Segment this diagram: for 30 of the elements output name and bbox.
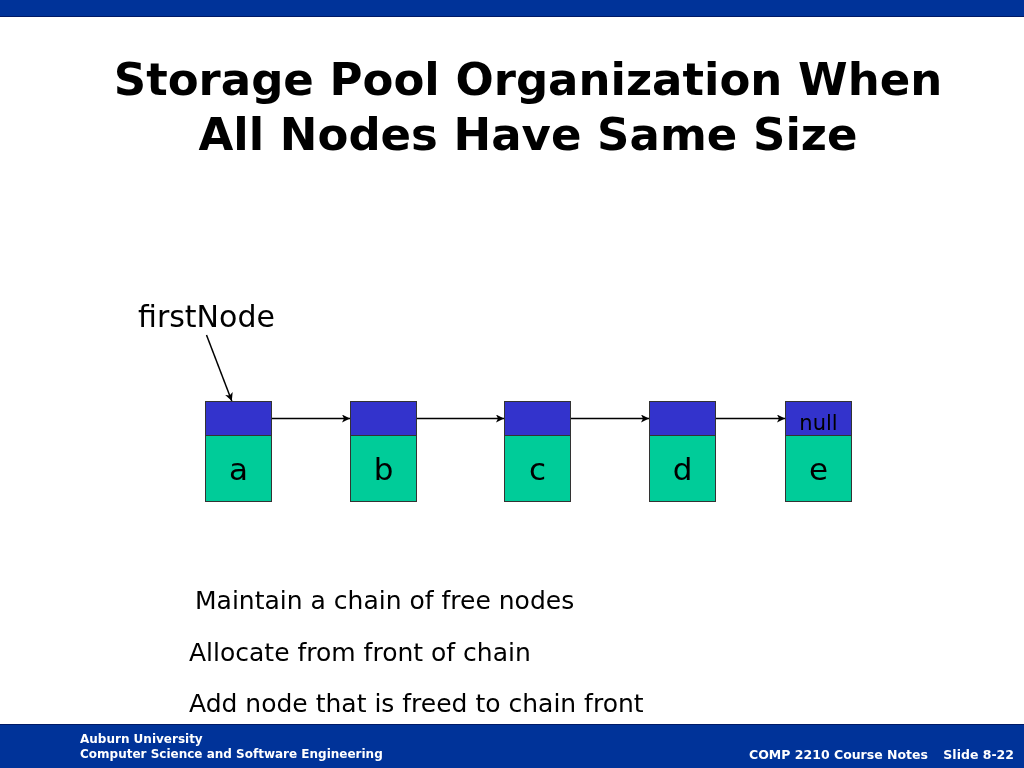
data-value: c bbox=[528, 451, 546, 486]
slide-number: Slide 8-22 bbox=[943, 747, 1014, 763]
note-text: Add node that is freed to chain front bbox=[189, 688, 644, 719]
arrow bbox=[570, 414, 650, 423]
department-name: Computer Science and Software Engineering bbox=[80, 747, 383, 762]
slide-title: Storage Pool Organization When All Nodes Have Same Size bbox=[112, 52, 944, 162]
university-name: Auburn University bbox=[80, 732, 203, 747]
data-value: d bbox=[672, 451, 693, 486]
pointer-box bbox=[205, 401, 272, 436]
pointer-box bbox=[785, 401, 852, 436]
arrow bbox=[205, 334, 233, 402]
data-box bbox=[350, 435, 417, 502]
arrow bbox=[715, 414, 786, 423]
arrow bbox=[416, 414, 505, 423]
pointer-box bbox=[350, 401, 417, 436]
null-value: null bbox=[799, 412, 838, 435]
pointer-box bbox=[649, 401, 716, 436]
data-box bbox=[504, 435, 571, 502]
course-name: COMP 2210 Course Notes bbox=[749, 747, 928, 763]
data-box bbox=[649, 435, 716, 502]
data-box bbox=[785, 435, 852, 502]
data-box bbox=[205, 435, 272, 502]
note-text: Maintain a chain of free nodes bbox=[195, 585, 575, 616]
note-text: Allocate from front of chain bbox=[189, 637, 531, 668]
pointer-box bbox=[504, 401, 571, 436]
data-value: a bbox=[229, 451, 248, 486]
data-value: e bbox=[808, 451, 829, 486]
arrow bbox=[271, 414, 351, 423]
pointer-variable-label: firstNode bbox=[138, 299, 275, 335]
data-value: b bbox=[373, 451, 394, 486]
